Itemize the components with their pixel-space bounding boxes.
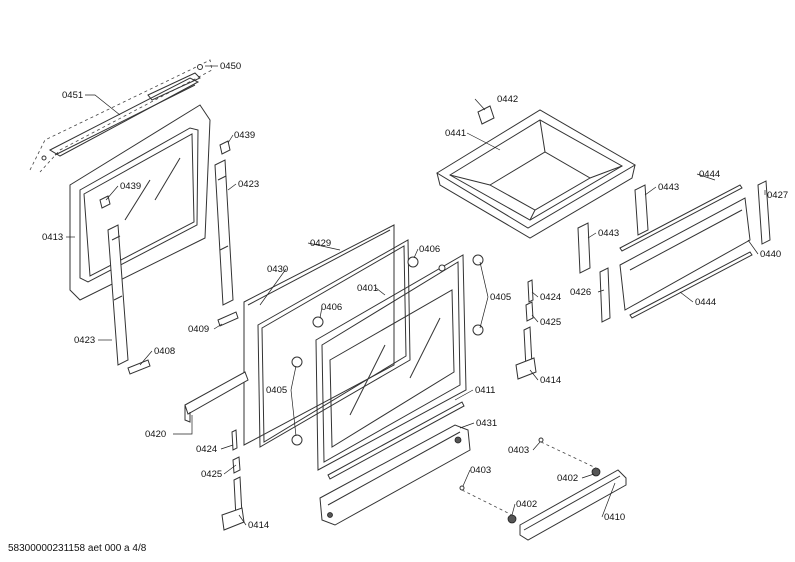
label-0427: 0427	[767, 190, 788, 201]
part-0429-intermediate-glass	[257, 239, 411, 448]
leader-lines	[66, 65, 766, 526]
label-0450: 0450	[220, 61, 241, 72]
label-0401: 0401	[357, 283, 378, 294]
label-0425-right: 0425	[540, 317, 561, 328]
label-0406-mid: 0406	[321, 302, 342, 313]
part-0420-profile	[184, 371, 249, 423]
part-0431-door-handle-rail	[319, 424, 471, 526]
label-0439-right: 0439	[234, 130, 255, 141]
label-0402-left: 0402	[516, 499, 537, 510]
part-0443-bracket-top	[634, 184, 649, 236]
label-0441: 0441	[445, 128, 466, 139]
part-0423-hinge-rail-right	[214, 159, 234, 306]
label-0423-right: 0423	[238, 179, 259, 190]
part-0451-door-frame-top	[29, 59, 213, 173]
part-0413-inner-glass-panel	[69, 104, 211, 301]
part-0439-clip-right	[219, 140, 231, 155]
part-0411-trim-strip	[327, 401, 465, 480]
part-0441-drawer-tray	[436, 109, 636, 239]
document-id: 58300000231158 aet 000 a 4/8	[8, 543, 147, 554]
label-0424-center: 0424	[196, 444, 217, 455]
label-0444-bottom: 0444	[695, 297, 716, 308]
label-0402-right: 0402	[557, 473, 578, 484]
part-0430-outer-glass	[243, 224, 395, 446]
label-0429: 0429	[310, 238, 331, 249]
label-0405-right: 0405	[490, 292, 511, 303]
label-0425-center: 0425	[201, 469, 222, 480]
part-0426-bracket	[599, 267, 611, 323]
label-0413: 0413	[42, 232, 63, 243]
part-labels: 0451 0450 0439 0439 0423 0413 0423 0409 …	[42, 61, 788, 531]
label-0420: 0420	[145, 429, 166, 440]
part-0425-sleeve-center	[232, 456, 241, 474]
label-0411: 0411	[475, 385, 495, 396]
part-0450-screw	[197, 64, 203, 70]
label-0443-mid: 0443	[598, 228, 619, 239]
label-0423-left: 0423	[74, 335, 95, 346]
label-0414-center: 0414	[248, 520, 269, 531]
part-0409-bracket	[217, 311, 239, 327]
label-0406-top: 0406	[419, 244, 440, 255]
label-0430: 0430	[267, 264, 288, 275]
part-0443-bracket-mid	[577, 222, 591, 274]
label-0424-right: 0424	[540, 292, 561, 303]
label-0409: 0409	[188, 324, 209, 335]
part-0408-bracket	[127, 359, 151, 375]
part-0444-strip-bottom	[629, 251, 753, 319]
part-0410-drawer-handle	[519, 469, 627, 541]
part-0439-clip-left	[99, 195, 111, 209]
part-0403-screws	[459, 437, 597, 516]
small-screw-left	[41, 155, 47, 161]
label-0444-top: 0444	[699, 169, 720, 180]
part-0423-hinge-rail-left	[107, 224, 129, 366]
part-0414-hinge-center	[221, 476, 245, 531]
label-0414-right: 0414	[540, 375, 561, 386]
label-0440: 0440	[760, 249, 781, 260]
part-0427-bracket	[757, 180, 771, 245]
label-0439-left: 0439	[120, 181, 141, 192]
label-0405-left: 0405	[266, 385, 287, 396]
part-0401-door-glass	[315, 254, 467, 471]
label-0442: 0442	[497, 94, 518, 105]
part-0425-sleeve-right	[525, 301, 534, 322]
label-0403-right: 0403	[508, 445, 529, 456]
label-0426: 0426	[570, 287, 591, 298]
part-0424-pin-center	[231, 429, 238, 451]
part-0414-hinge-right	[515, 326, 537, 380]
part-0424-pin-right	[527, 279, 534, 303]
label-0410: 0410	[604, 512, 625, 523]
label-0408: 0408	[154, 346, 175, 357]
label-0451: 0451	[62, 90, 83, 101]
label-0443-top: 0443	[658, 182, 679, 193]
part-0405-spacers	[291, 254, 484, 446]
part-0406-bolts	[312, 256, 446, 328]
part-0444-strip-top	[619, 184, 743, 252]
part-0442-clip	[477, 105, 495, 125]
label-0403-left: 0403	[470, 465, 491, 476]
label-0431: 0431	[476, 418, 497, 429]
part-0440-drawer-front	[619, 197, 751, 311]
